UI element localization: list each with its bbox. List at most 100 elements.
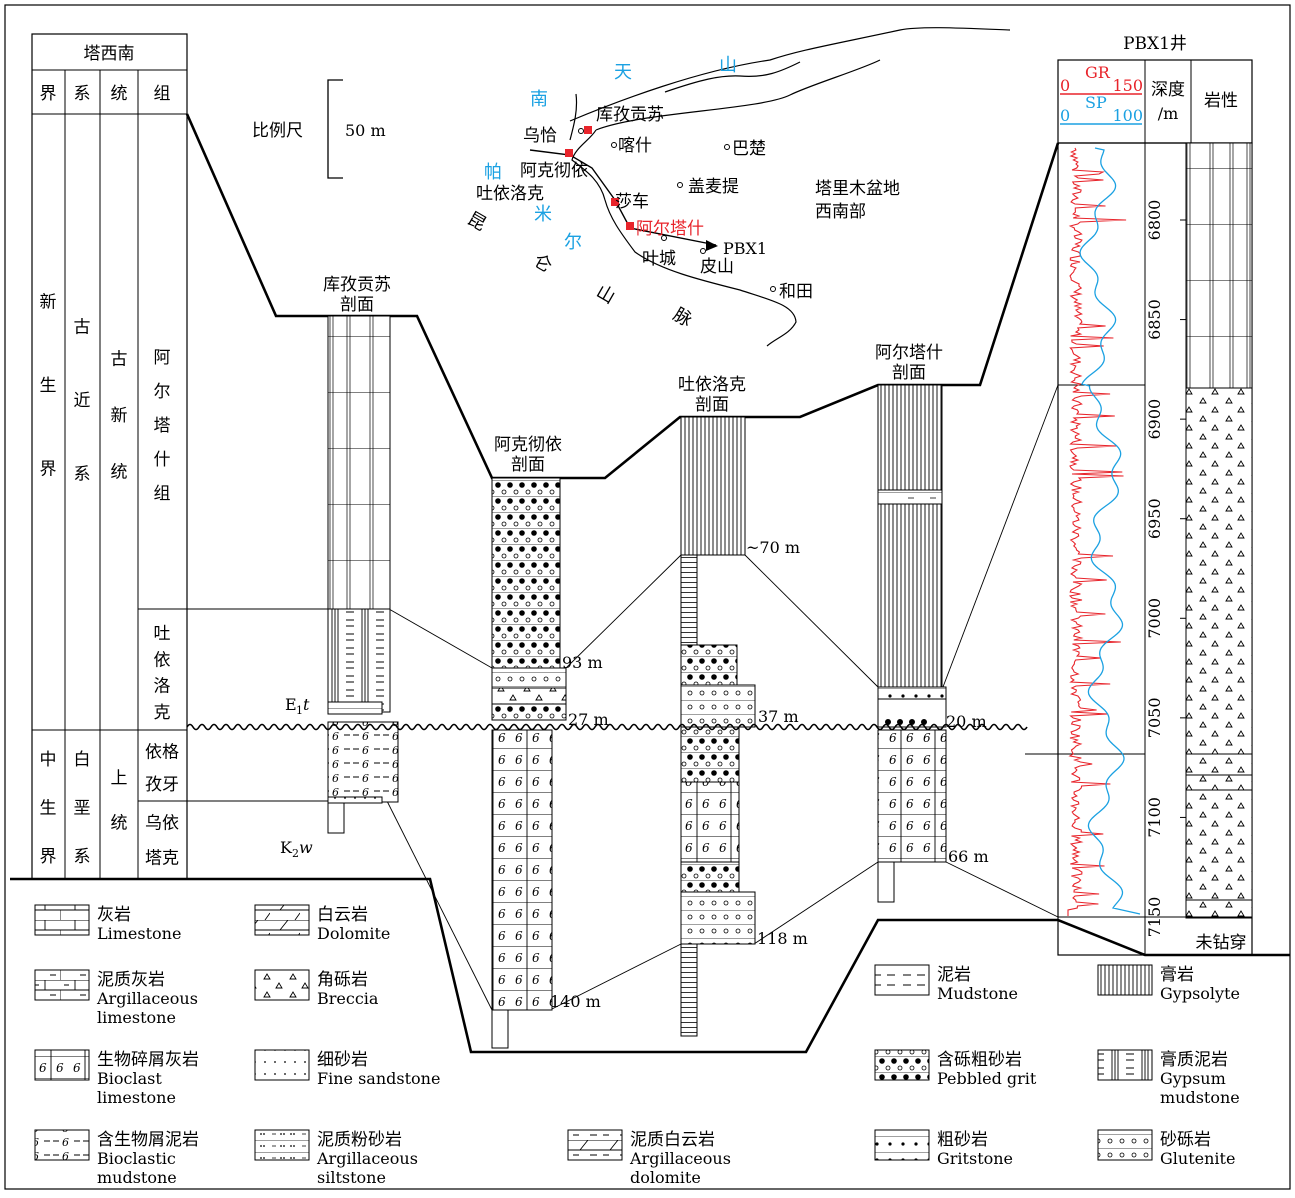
legend-en-label: Bioclastic — [97, 1149, 176, 1168]
formation-tuyiluoke: 吐 — [154, 624, 171, 644]
formation-tuyiluoke: 依 — [154, 650, 171, 670]
depth-tick-label: 7100 — [1145, 797, 1164, 838]
legend-en-label: mudstone — [97, 1168, 177, 1187]
series-upper: 上 — [111, 769, 128, 789]
sp-label: SP — [1085, 93, 1107, 112]
legend-swatch — [254, 1049, 310, 1081]
legend-swatch — [254, 969, 310, 1001]
map-range-black: 脉 — [670, 304, 696, 331]
map-place: 西南部 — [815, 202, 866, 222]
map-range-blue: 帕 — [484, 162, 502, 183]
legend-en-label: limestone — [97, 1008, 176, 1027]
formation-aertashi: 尔 — [154, 382, 171, 402]
column-header: 组 — [154, 84, 171, 104]
legend-cn-label: 泥质粉砂岩 — [317, 1130, 402, 1150]
legend-cn-label: 灰岩 — [97, 905, 131, 925]
region-label: 塔西南 — [84, 44, 135, 64]
thickness-label: 118 m — [757, 929, 808, 948]
depth-tick-label: 7150 — [1145, 897, 1164, 938]
legend-cn-label: 粗砂岩 — [937, 1130, 988, 1150]
legend-en-label: Argillaceous — [629, 1149, 731, 1168]
map-place: 乌恰 — [523, 126, 557, 146]
map-place: 阿尔塔什 — [636, 219, 704, 239]
section-title: 剖面 — [695, 395, 729, 415]
scale-label: 比例尺 — [252, 121, 303, 141]
legend-en-label: siltstone — [317, 1168, 386, 1187]
basin-north-boundary — [595, 59, 881, 131]
map-place: 和田 — [779, 282, 813, 302]
section-line — [529, 149, 717, 246]
sp-min: 0 — [1060, 106, 1070, 125]
legend-en-label: Gypsolyte — [1160, 984, 1240, 1003]
formation-aertashi: 组 — [154, 484, 171, 504]
formation-aertashi: 塔 — [154, 416, 171, 436]
formation-yigeziya: 孜牙 — [145, 775, 179, 795]
map-range-blue: 尔 — [564, 232, 582, 253]
series-upper: 统 — [111, 814, 128, 834]
legend-cn-label: 泥质白云岩 — [630, 1130, 715, 1150]
section-title: 剖面 — [511, 455, 545, 475]
thickness-label: 66 m — [948, 847, 989, 866]
legend-cn-label: 膏岩 — [1160, 964, 1194, 985]
legend-swatch — [874, 1129, 930, 1161]
map-range-blue: 天 — [614, 62, 632, 83]
not-penetrated-note: 未钻穿 — [1196, 933, 1247, 953]
legend-en-label: Argillaceous — [96, 989, 198, 1008]
depth-tick-label: 7000 — [1145, 598, 1164, 639]
unconformity-line — [186, 723, 1028, 731]
section-title: 剖面 — [340, 295, 374, 315]
legend-en-label: Argillaceous — [316, 1149, 418, 1168]
gr-min: 0 — [1060, 76, 1070, 95]
scale-bar: 比例尺 50 m — [252, 79, 386, 179]
thickness-label: 93 m — [562, 653, 603, 672]
map-place: 喀什 — [618, 136, 652, 156]
era-mesozoic: 中 — [40, 750, 57, 770]
legend-swatch — [1097, 1049, 1153, 1081]
era-cenozoic: 新 — [40, 293, 57, 313]
tianshan-range-line — [569, 27, 1011, 122]
legend-en-label: Fine sandstone — [317, 1069, 440, 1088]
kuzigongsu-marker — [584, 126, 592, 134]
map-place: 盖麦提 — [688, 177, 739, 197]
thickness-label: ~70 m — [746, 538, 800, 557]
section-title: 剖面 — [892, 363, 926, 383]
depth-tick-label: 6850 — [1145, 299, 1164, 340]
map-place: 皮山 — [700, 257, 734, 277]
map-place: 巴楚 — [732, 139, 766, 159]
map-place: 叶城 — [642, 249, 676, 269]
sp-curve — [1079, 147, 1141, 915]
depth-tick-label: 6900 — [1145, 399, 1164, 440]
legend-en-label: Gypsum — [1160, 1069, 1226, 1088]
legend-cn-label: 泥质灰岩 — [97, 970, 165, 990]
unit-k2w: w — [299, 838, 313, 857]
unit-e1t: 1 — [296, 704, 303, 717]
column-header: 系 — [74, 84, 91, 104]
formation-yigeziya: 依格 — [145, 742, 179, 762]
kuzigongsu-section-column — [327, 315, 399, 834]
legend-en-label: Dolomite — [317, 924, 390, 943]
legend-en-label: Limestone — [97, 924, 181, 943]
legend-swatch — [34, 1129, 90, 1161]
legend-swatch — [567, 1129, 623, 1161]
legend-swatch — [874, 1049, 930, 1081]
system-cretaceous: 系 — [74, 847, 91, 867]
legend-en-label: Glutenite — [1160, 1149, 1235, 1168]
legend-swatch — [34, 1049, 90, 1081]
formation-tuyiluoke: 克 — [154, 703, 171, 723]
location-map: 乌恰库孜贡苏喀什巴楚阿克彻依吐依洛克莎车盖麦提阿尔塔什叶城皮山和田塔里木盆地西南… — [464, 27, 1011, 347]
era-cenozoic: 生 — [40, 376, 57, 396]
legend-cn-label: 细砂岩 — [317, 1050, 368, 1070]
legend-swatch — [1097, 964, 1153, 996]
well-title: PBX1井 — [1123, 34, 1187, 54]
thickness-label: 140 m — [550, 992, 601, 1011]
legend-cn-label: 含砾粗砂岩 — [937, 1050, 1022, 1070]
formation-tuyiluoke: 洛 — [154, 677, 171, 697]
section-title: 阿尔塔什 — [875, 343, 943, 363]
series-paleocene: 新 — [111, 406, 128, 426]
legend-cn-label: 含生物屑泥岩 — [97, 1130, 199, 1150]
legend-cn-label: 砂砾岩 — [1160, 1130, 1211, 1150]
legend-en-label: limestone — [97, 1088, 176, 1107]
legend-en-label: Bioclast — [97, 1069, 162, 1088]
